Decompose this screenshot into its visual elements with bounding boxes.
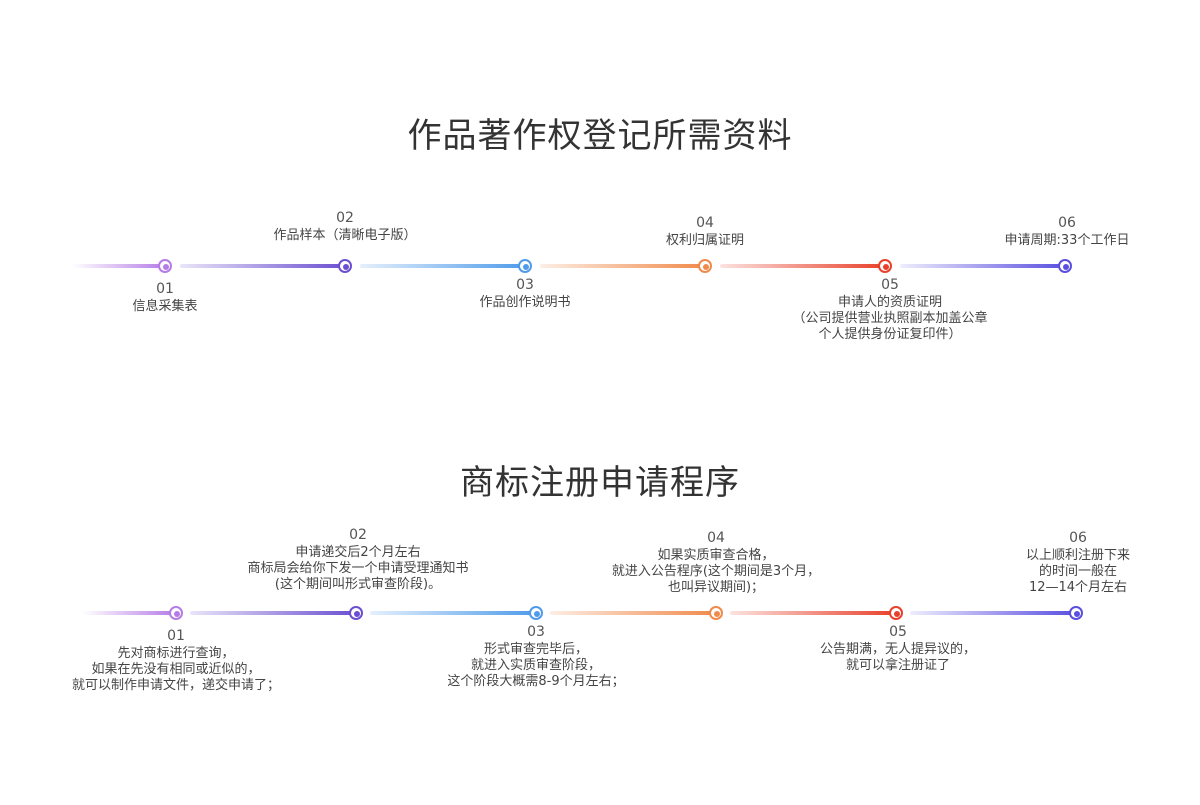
step-number: 06 (1058, 215, 1076, 231)
step-text: 商标局会给你下发一个申请受理通知书 (247, 561, 469, 576)
step-text: 就进入实质审查阶段， (470, 658, 601, 673)
step-text: 申请周期:33个工作日 (1004, 233, 1130, 248)
timeline-segment (550, 611, 716, 615)
step-text: 如果在先没有相同或近似的， (91, 662, 261, 677)
step-number: 03 (516, 277, 534, 293)
step-number: 02 (336, 210, 354, 226)
step-number: 05 (889, 624, 907, 640)
step-label-01: 01 信息采集表 (35, 281, 295, 315)
step-label-02: 02 作品样本（清晰电子版） (215, 210, 475, 244)
step-text: 就可以拿注册证了 (845, 658, 950, 673)
step-number: 01 (156, 281, 174, 297)
step-text: 作品创作说明书 (479, 295, 571, 310)
step-number: 04 (707, 530, 725, 546)
step-marker-01: .n1::after{} (158, 259, 172, 273)
timeline-segment (730, 611, 896, 615)
timeline-segment (180, 264, 345, 268)
step-label-04: 04 如果实质审查合格， 就进入公告程序(这个期间是3个月， 也叫异议期间)； (586, 530, 846, 596)
step-label-01: 01 先对商标进行查询， 如果在先没有相同或近似的， 就可以制作申请文件，递交申… (46, 628, 306, 694)
step-label-03: 03 形式审查完毕后， 就进入实质审查阶段， 这个阶段大概需8-9个月左右； (406, 624, 666, 690)
timeline-segment (540, 264, 705, 268)
step-text: 这个阶段大概需8-9个月左右； (447, 674, 625, 689)
step-number: 01 (167, 628, 185, 644)
timeline-segment (720, 264, 885, 268)
step-number: 04 (696, 215, 714, 231)
step-text: 就进入公告程序(这个期间是3个月， (611, 564, 821, 579)
step-text: 申请人的资质证明 (837, 295, 942, 310)
step-text: 12—14个月左右 (1028, 580, 1128, 595)
step-text: 也叫异议期间)； (667, 580, 765, 595)
step-label-06: 06 以上顺利注册下来 的时间一般在 12—14个月左右 (948, 530, 1200, 596)
timeline-segment (910, 611, 1076, 615)
step-text: 以上顺利注册下来 (1025, 548, 1130, 563)
step-text: （公司提供营业执照副本加盖公章 (792, 311, 988, 326)
step-marker-02 (338, 259, 352, 273)
step-text: 的时间一般在 (1038, 564, 1117, 579)
step-marker-02 (349, 606, 363, 620)
step-text: 形式审查完毕后， (483, 642, 588, 657)
step-number: 06 (1069, 530, 1087, 546)
step-text: 先对商标进行查询， (117, 646, 235, 661)
step-text: 权利归属证明 (665, 233, 744, 248)
step-number: 02 (349, 527, 367, 543)
timeline-segment (82, 611, 176, 615)
timeline-segment (360, 264, 525, 268)
section-title-documents: 作品著作权登记所需资料 (407, 116, 793, 156)
step-label-03: 03 作品创作说明书 (395, 277, 655, 311)
step-marker-03 (529, 606, 543, 620)
step-marker-03 (518, 259, 532, 273)
step-label-05: 05 申请人的资质证明 （公司提供营业执照副本加盖公章 个人提供身份证复印件） (760, 277, 1020, 343)
step-text: (这个期间叫形式审查阶段)。 (274, 577, 442, 592)
step-marker-06 (1058, 259, 1072, 273)
step-text: 就可以制作申请文件，递交申请了； (71, 678, 280, 693)
step-marker-06 (1069, 606, 1083, 620)
step-text: 信息采集表 (132, 299, 198, 314)
step-marker-05 (878, 259, 892, 273)
section-title-trademark: 商标注册申请程序 (460, 463, 740, 503)
step-label-05: 05 公告期满，无人提异议的， 就可以拿注册证了 (768, 624, 1028, 674)
step-marker-01 (169, 606, 183, 620)
step-label-04: 04 权利归属证明 (575, 215, 835, 249)
timeline-segment (370, 611, 536, 615)
step-number: 03 (527, 624, 545, 640)
step-marker-04 (698, 259, 712, 273)
step-label-02: 02 申请递交后2个月左右 商标局会给你下发一个申请受理通知书 (这个期间叫形式… (228, 527, 488, 593)
step-text: 个人提供身份证复印件） (818, 327, 962, 342)
timeline-segment (190, 611, 356, 615)
step-label-06: 06 申请周期:33个工作日 (937, 215, 1197, 249)
step-text: 作品样本（清晰电子版） (273, 228, 417, 243)
step-text: 申请递交后2个月左右 (295, 545, 421, 560)
step-number: 05 (881, 277, 899, 293)
step-text: 如果实质审查合格， (657, 548, 775, 563)
timeline-segment (900, 264, 1065, 268)
timeline-segment (72, 264, 166, 268)
step-marker-05 (889, 606, 903, 620)
step-marker-04 (709, 606, 723, 620)
step-text: 公告期满，无人提异议的， (819, 642, 976, 657)
